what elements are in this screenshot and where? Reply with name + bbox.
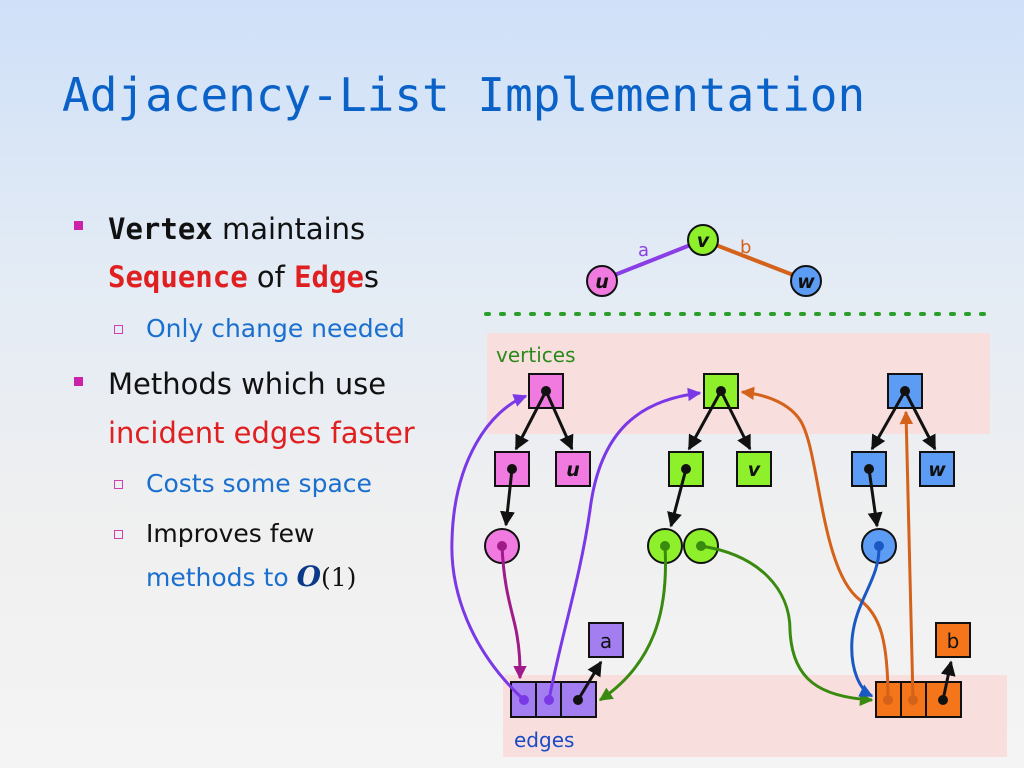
edge-a-structure: a <box>510 622 624 718</box>
vertex-v-right-arrow <box>719 390 752 451</box>
bullet-marker <box>74 377 83 386</box>
edges-region-label: edges <box>514 728 574 752</box>
graph-vertex-w <box>790 265 822 297</box>
sub-bullet-marker <box>114 480 123 489</box>
vertex-w-seq-arrow <box>867 468 883 528</box>
sub-bullet-improves: Improves few <box>146 519 315 548</box>
pointer-w-incidence-to-edge-b <box>850 545 881 698</box>
vertex-u-element-label: u <box>566 459 580 481</box>
small-graph: a b u v w <box>586 224 822 297</box>
vertex-u-left-arrow <box>514 390 548 451</box>
pointer-v-incidence-to-edge-b <box>700 544 874 707</box>
edge-a-element-arrow <box>576 660 603 701</box>
sub-bullet-methods-o1: methods to O(1) <box>146 560 356 595</box>
pointer-u-incidence-to-edge-a <box>500 545 527 680</box>
pointer-v-incidence-to-edge-a <box>598 545 667 702</box>
vertex-w-element-label: w <box>928 459 946 481</box>
vertex-v-element <box>736 451 772 487</box>
edge-a-element <box>588 622 624 658</box>
edge-b-structure: b <box>875 622 971 718</box>
graph-vertex-u-label: u <box>595 271 609 293</box>
pointer-edge-a-dest-to-v <box>547 387 702 701</box>
pointer-edge-a-origin-to-u <box>450 394 528 702</box>
vertex-v-left-arrow <box>687 390 723 451</box>
vertex-u-element <box>555 451 591 487</box>
sub-bullet-marker <box>114 325 123 334</box>
vertex-v-element-label: v <box>748 459 761 481</box>
code-vertex: Vertex <box>108 212 213 246</box>
bullet-marker <box>74 221 83 230</box>
text-methods-to: methods to <box>146 563 289 592</box>
vertex-u-right-arrow <box>544 390 574 451</box>
graph-vertex-w-label: w <box>797 271 815 293</box>
text-s: s <box>363 260 380 294</box>
vertex-w-element <box>919 451 955 487</box>
sub-bullet-only-change: Only change needed <box>146 314 405 343</box>
bullet-vertex-maintains: Vertex maintains <box>108 210 365 248</box>
vertices-region-label: vertices <box>496 343 575 367</box>
sub-bullet-costs-space: Costs some space <box>146 469 372 498</box>
code-sequence: Sequence <box>108 260 248 294</box>
edge-b-line <box>702 238 807 282</box>
bullet-incident-edges: incident edges faster <box>108 416 415 450</box>
vertex-w-right-arrow <box>903 390 937 451</box>
edge-a-label: a <box>638 240 649 261</box>
vertex-v-structure: v <box>647 373 772 564</box>
text-maintains: maintains <box>221 212 366 246</box>
edge-b-element <box>935 622 971 658</box>
edge-a-element-cell <box>560 681 597 718</box>
graph-vertex-v <box>687 224 719 256</box>
vertex-u-seq-arrow <box>499 468 515 527</box>
vertex-v-seq-arrow <box>667 468 688 528</box>
text-of: of <box>256 260 285 294</box>
pointer-edge-b-origin-to-v <box>740 386 890 701</box>
edge-b-label: b <box>740 237 751 258</box>
edge-a-element-label: a <box>600 629 612 653</box>
graph-vertex-v-label: v <box>697 230 710 252</box>
bullet-sequence-line: Sequence of Edges <box>108 258 379 296</box>
bullet-methods: Methods which use <box>108 367 387 401</box>
sub-bullet-marker <box>114 530 123 539</box>
slide-title: Adjacency-List Implementation <box>62 68 866 122</box>
graph-vertex-u <box>586 265 618 297</box>
edge-b-element-arrow <box>940 660 956 701</box>
vertex-w-left-arrow <box>870 390 907 451</box>
code-edge: Edge <box>294 260 364 294</box>
big-o: O <box>296 560 321 593</box>
pointer-edge-b-dest-to-w <box>899 410 915 701</box>
edge-a-line <box>601 238 704 282</box>
edge-b-element-label: b <box>947 629 960 653</box>
big-o-argument: (1) <box>320 563 357 592</box>
